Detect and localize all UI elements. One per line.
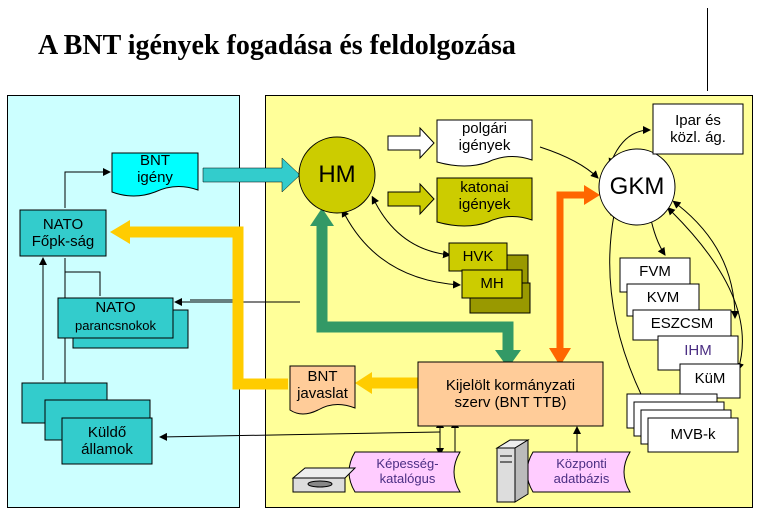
mvb-label: MVB-k	[670, 426, 716, 444]
polgari-shape	[436, 119, 533, 167]
kepesseg-shape	[348, 451, 461, 493]
katonai-shape	[436, 177, 533, 227]
gkm-label: GKM	[609, 173, 665, 201]
nato-parancsnokok-label: NATO	[95, 299, 136, 317]
nato-parancsnokok-sub-label: parancsnokok	[75, 317, 156, 333]
eszcsm-label: ESZCSM	[650, 315, 714, 333]
page-title: A BNT igények fogadása és feldolgozása	[38, 30, 516, 61]
disk-drive-icon	[291, 467, 357, 493]
kijelolt-box	[417, 361, 604, 427]
olive-arrow	[387, 182, 435, 216]
nato-fopk-label: NATO Főpk-ság	[31, 215, 95, 250]
bnt-igeny-label: BNT igény	[137, 151, 173, 186]
kuldo-allamok-label: Küldő államok	[81, 423, 133, 458]
teal-arrow	[202, 157, 301, 193]
ipar-box	[652, 103, 744, 155]
polgari-igenyek-label: polgári igények	[458, 119, 511, 154]
katonai-igenyek-label: katonai igények	[458, 178, 511, 213]
hvk-label: HVK	[462, 248, 494, 266]
kum-label: KüM	[694, 370, 726, 388]
bnt-igeny-shape	[111, 152, 199, 197]
server-icon	[495, 439, 530, 503]
kozponti-adatbazis-label: Központi adatbázis	[553, 456, 610, 486]
ihm-label: IHM	[684, 342, 712, 360]
kvm-label: KVM	[646, 289, 680, 307]
fvm-label: FVM	[639, 263, 671, 281]
green-arrow	[316, 222, 514, 352]
hm-label: HM	[318, 161, 356, 189]
orange-arrow	[556, 191, 585, 350]
gkm-circle	[598, 148, 676, 226]
kepesseg-katalogus-label: Képesség- katalógus	[376, 456, 439, 486]
yellow-arrow-fopk	[128, 226, 288, 390]
divider-line	[707, 8, 708, 91]
nato-fopk-box	[19, 209, 107, 257]
ipar-kozl-label: Ipar és közl. ág.	[670, 111, 726, 146]
kijelolt-szerv-label: Kijelölt kormányzati szerv (BNT TTB)	[445, 376, 576, 411]
bnt-javaslat-label: BNT javaslat	[297, 367, 348, 402]
white-arrow	[387, 126, 435, 160]
mh-label: MH	[480, 275, 504, 293]
bnt-javaslat-shape	[289, 365, 356, 415]
hm-circle	[298, 136, 376, 214]
